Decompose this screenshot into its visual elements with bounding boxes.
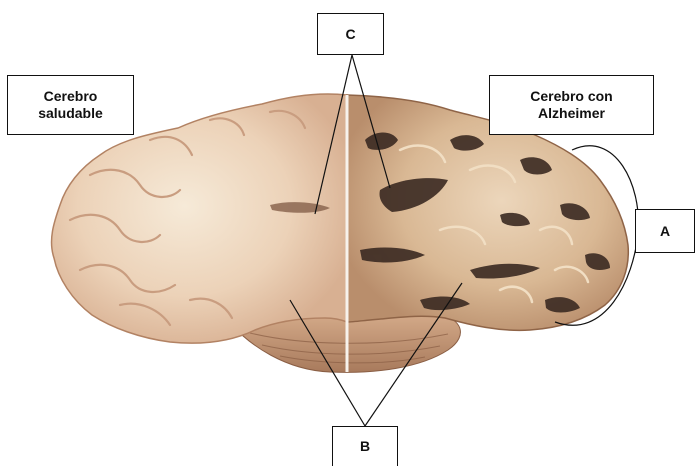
label-c-box: C: [317, 13, 384, 55]
label-healthy-brain: Cerebro saludable: [7, 75, 134, 135]
label-b-box: B: [332, 426, 398, 466]
label-alzheimer-brain: Cerebro con Alzheimer: [489, 75, 654, 135]
label-a-box: A: [635, 209, 695, 253]
